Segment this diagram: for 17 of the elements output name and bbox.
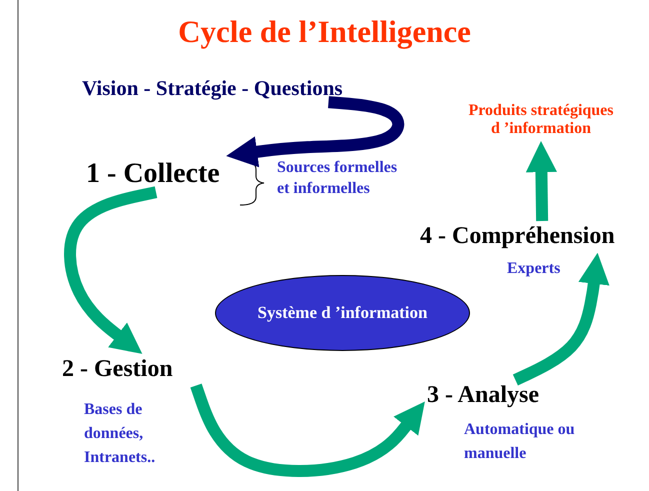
block-arrow xyxy=(226,96,404,168)
step-note: Automatique ou manuelle xyxy=(464,420,576,464)
step-note: Bases de données, Intranets.. xyxy=(84,400,156,468)
step-label: 3 - Analyse xyxy=(427,382,563,410)
block-arrow xyxy=(512,252,610,386)
heading-label: Produits stratégiques d ’information xyxy=(463,102,619,139)
step-label: 1 - Collecte xyxy=(86,158,261,190)
title: Cycle de l’Intelligence xyxy=(177,14,472,50)
block-arrow xyxy=(526,140,558,222)
step-label: 4 - Compréhension xyxy=(420,223,642,251)
system-ellipse: Système d ’information xyxy=(215,275,470,351)
step-note: Experts xyxy=(507,259,562,279)
block-arrow xyxy=(64,186,158,354)
step-note: Sources formelles et informelles xyxy=(277,158,398,199)
step-label: 2 - Gestion xyxy=(62,356,196,384)
block-arrow xyxy=(190,384,425,477)
heading-label: Vision - Stratégie - Questions xyxy=(82,76,398,100)
